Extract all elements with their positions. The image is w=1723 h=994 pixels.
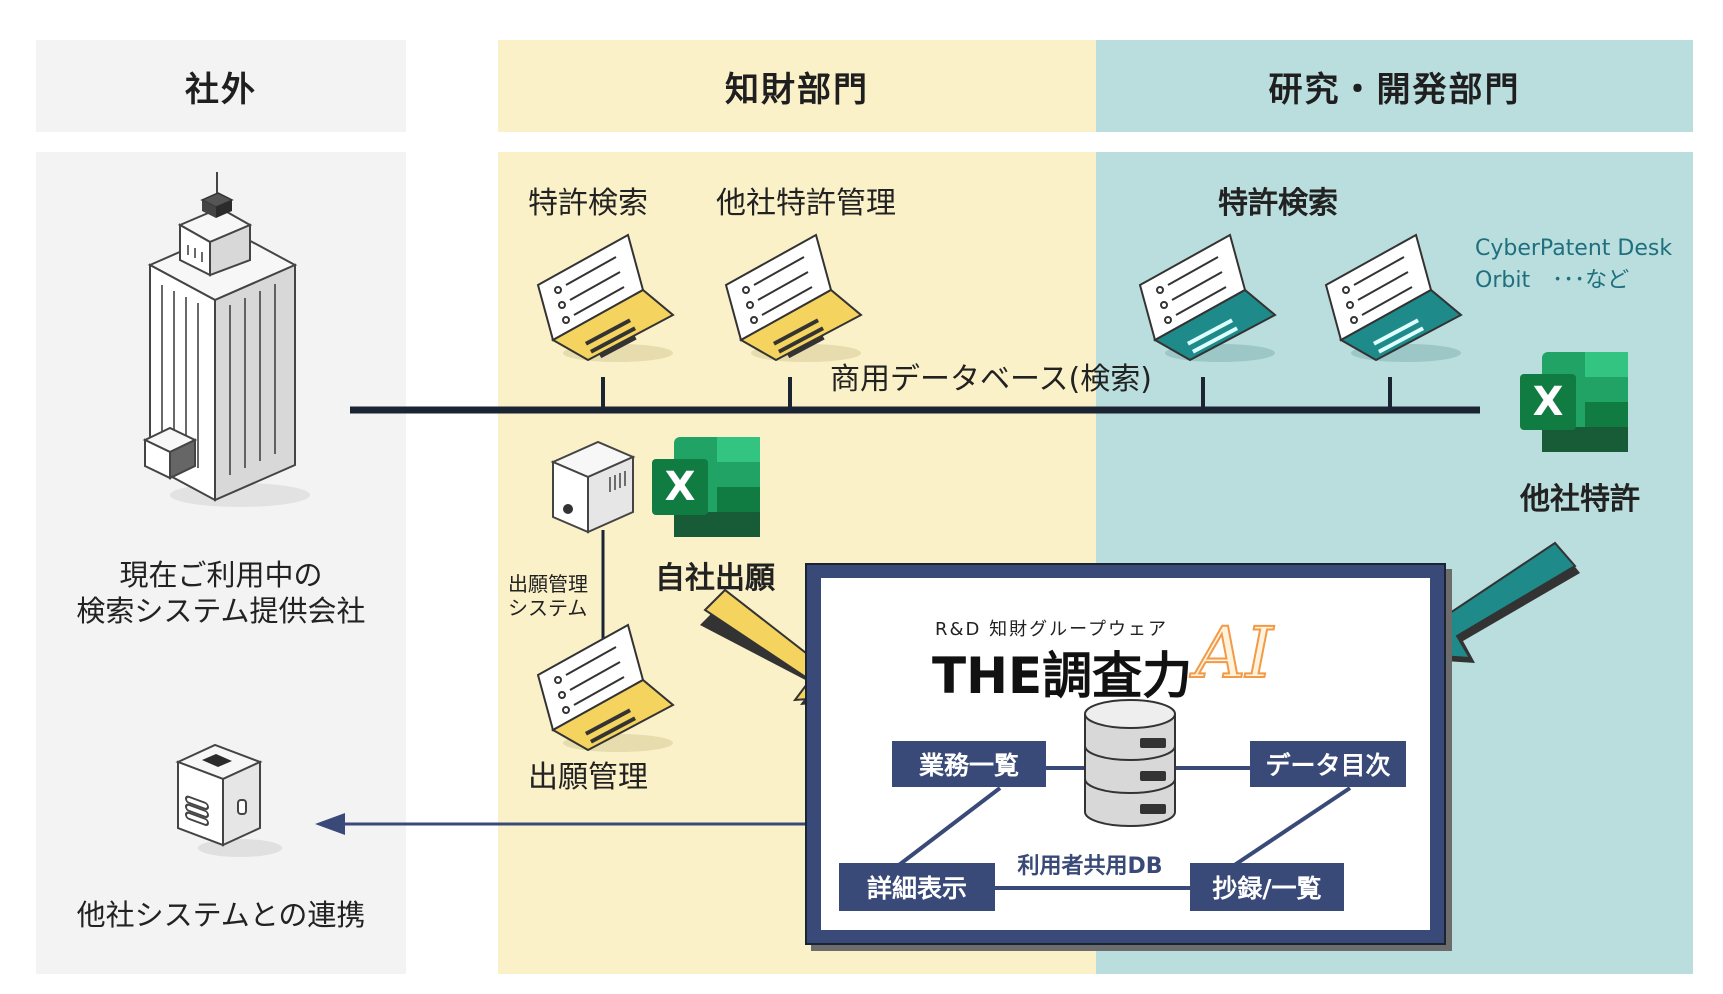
integration-label: 他社システムとの連携 <box>76 898 366 932</box>
column-header-ip: 知財部門 <box>725 69 869 110</box>
node-detail-view[interactable]: 詳細表示 <box>839 863 995 911</box>
rnd-patent-search-label: 特許検索 <box>1218 186 1338 221</box>
own-applications-label: 自社出願 <box>655 561 775 596</box>
excel-letter: X <box>664 464 696 510</box>
office-building-icon <box>142 172 310 507</box>
ip-competitor-mgmt-label: 他社特許管理 <box>716 186 896 221</box>
laptop-icon <box>536 233 675 362</box>
node-excerpt-list[interactable]: 抄録/一覧 <box>1190 863 1344 911</box>
laptop-icon <box>724 233 863 362</box>
node-data-index[interactable]: データ目次 <box>1250 741 1406 787</box>
provider-label-line1: 現在ご利用中の <box>119 558 323 592</box>
db-label: 利用者共用DB <box>1017 854 1163 879</box>
column-header-external: 社外 <box>185 69 257 110</box>
tools-label-line2: Orbit ･･･など <box>1475 268 1630 293</box>
ip-header-panel <box>498 40 1096 132</box>
rnd-header-panel <box>1096 40 1693 132</box>
excel-letter: X <box>1532 379 1564 425</box>
laptop-icon <box>1138 233 1277 362</box>
laptop-icon <box>1324 233 1463 362</box>
column-header-rnd: 研究・開発部門 <box>1268 69 1521 110</box>
bus-label: 商用データベース(検索) <box>830 362 1152 397</box>
application-system-icon <box>550 440 636 534</box>
provider-label-line2: 検索システム提供会社 <box>76 594 366 628</box>
product-name-ai: AI <box>1194 611 1274 695</box>
product-name: THE調査力 <box>932 647 1193 705</box>
server-icon <box>175 743 282 857</box>
product-subtitle: R&D 知財グループウェア <box>935 619 1169 640</box>
tools-label-line1: CyberPatent Desk <box>1475 236 1673 261</box>
excel-icon <box>1520 352 1628 452</box>
excel-icon <box>652 437 760 537</box>
laptop-icon <box>536 623 675 752</box>
node-business-list[interactable]: 業務一覧 <box>892 741 1046 787</box>
integration-arrow <box>315 813 805 835</box>
application-mgmt-label: 出願管理 <box>528 760 648 795</box>
app-system-label-line2: システム <box>508 596 588 620</box>
external-header-panel <box>36 40 406 132</box>
ip-patent-search-label: 特許検索 <box>528 186 648 221</box>
app-system-label-line1: 出願管理 <box>508 572 588 596</box>
competitor-patents-label: 他社特許 <box>1520 482 1640 517</box>
database-icon <box>1084 699 1176 827</box>
